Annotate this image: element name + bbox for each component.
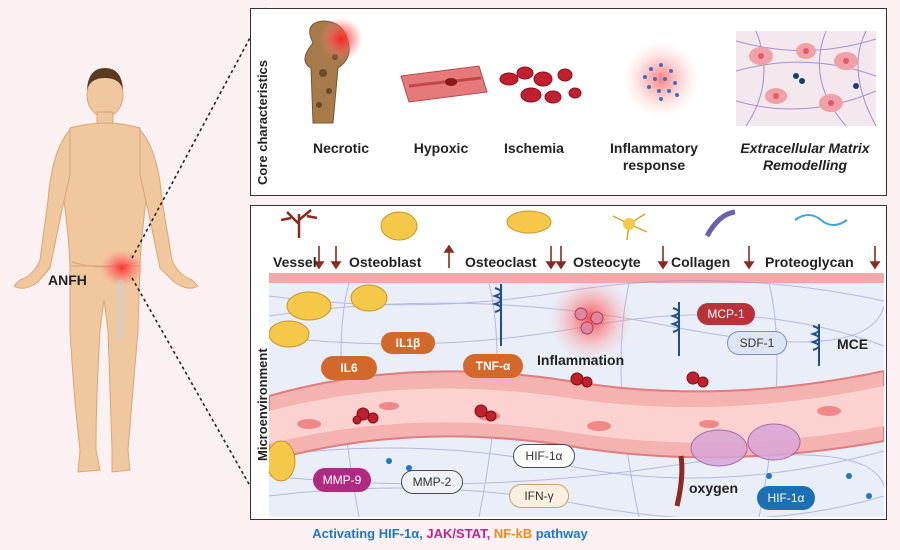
micro-side-label: Microenvironment [255, 348, 270, 461]
header-cell-vessel: Vessel [273, 254, 317, 270]
marker-sdf1: SDF-1 [727, 331, 787, 355]
core-characteristics-panel: Core characteristics [250, 8, 887, 196]
header-cell-osteoclast: Osteoclast [465, 254, 537, 270]
marker-mcp1: MCP-1 [697, 303, 755, 325]
necrotic-bone-icon [304, 17, 363, 124]
microenvironment-scene [269, 209, 884, 517]
core-label-hypoxic: Hypoxic [413, 140, 469, 156]
marker-mce: MCE [837, 336, 869, 352]
caption-pathway: pathway [535, 526, 588, 541]
human-figure [13, 68, 199, 473]
marker-inflammation: Inflammation [537, 352, 625, 368]
marker-hif1a-top: HIF-1α [513, 444, 575, 468]
marker-il1b: IL1β [381, 332, 435, 354]
caption-nfkb: NF-kB [493, 526, 536, 541]
core-label-necrotic: Necrotic [312, 140, 370, 156]
human-label: ANFH [48, 272, 87, 288]
core-label-ecm: Extracellular Matrix Remodelling [740, 140, 870, 173]
marker-hif1a-bottom: HIF-1α [757, 486, 815, 510]
ischemia-cells-icon [499, 66, 582, 104]
header-cell-osteocyte: Osteocyte [573, 254, 641, 270]
header-cell-collagen: Collagen [671, 254, 731, 270]
core-side-label: Core characteristics [255, 59, 270, 185]
marker-ifng: IFN-γ [509, 484, 569, 508]
marker-mmp2: MMP-2 [401, 470, 463, 494]
marker-tnfa: TNF-α [463, 354, 523, 378]
caption-hif: Activating HIF-1α, [312, 526, 427, 541]
pathway-caption: Activating HIF-1α, JAK/STAT, NF-kB pathw… [0, 526, 900, 541]
hypoxic-vessel-icon [400, 65, 488, 103]
core-label-inflammatory: Inflammatory response [610, 140, 698, 173]
marker-oxygen: oxygen [689, 480, 739, 496]
ecm-remodelling-icon [736, 31, 876, 126]
microenvironment-panel: Microenvironment [250, 205, 887, 520]
caption-jakstat: JAK/STAT, [426, 526, 494, 541]
inflammatory-response-icon [623, 41, 699, 117]
header-cell-proteoglycan: Proteoglycan [765, 254, 854, 270]
marker-il6: IL6 [321, 356, 377, 380]
core-label-ischemia: Ischemia [504, 140, 564, 156]
header-cell-osteoblast: Osteoblast [349, 254, 422, 270]
header-icons [280, 209, 848, 241]
marker-mmp9: MMP-9 [313, 468, 371, 492]
